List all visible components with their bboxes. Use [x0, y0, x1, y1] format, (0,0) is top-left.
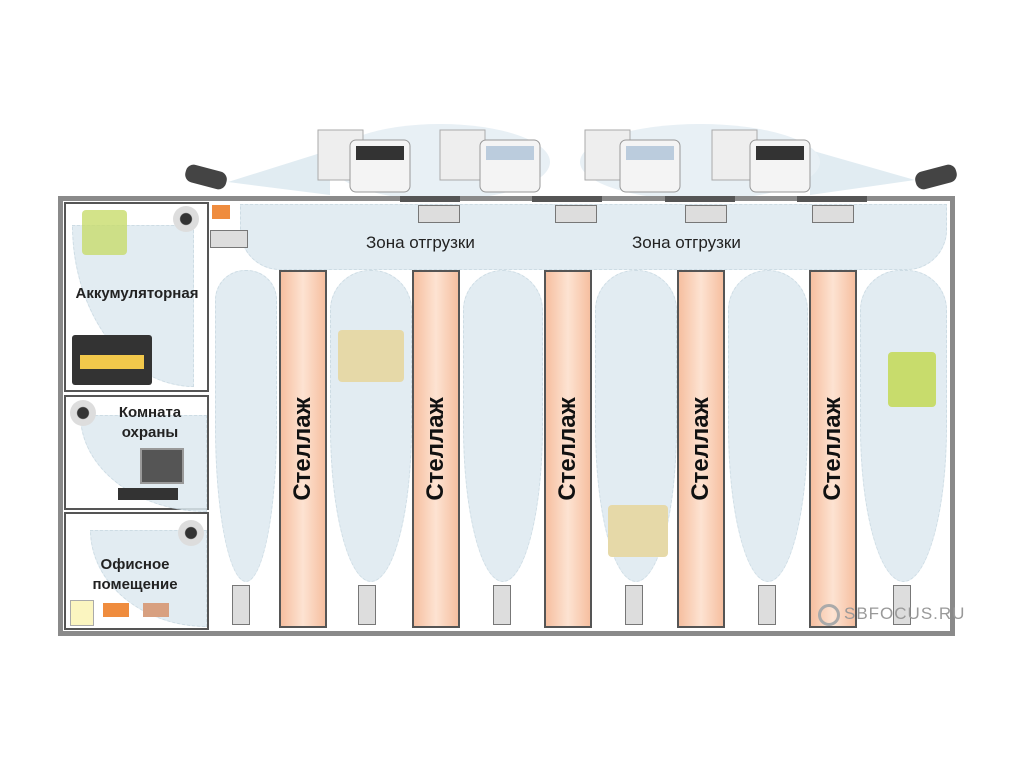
dome-camera-icon	[173, 206, 199, 232]
desk-icon	[103, 603, 129, 617]
battery-icon	[72, 335, 152, 385]
rack-label: Стеллаж	[819, 397, 846, 501]
office-room-label: Офисное	[100, 556, 170, 573]
outdoor-camera-view-left	[228, 150, 330, 195]
rack: Стеллаж	[544, 270, 592, 628]
security-room	[64, 395, 209, 510]
security-room-label: охраны	[121, 424, 179, 441]
battery-room	[64, 202, 209, 392]
truck-icon	[317, 129, 411, 193]
box-camera-icon	[358, 585, 376, 625]
office-room	[64, 512, 209, 630]
box-camera-icon	[418, 205, 460, 223]
bullet-camera-icon	[915, 164, 957, 190]
camera-coverage	[728, 270, 808, 582]
watermark: SBFOCUS.RU	[844, 604, 966, 623]
box-camera-icon	[493, 585, 511, 625]
forklift-with-boxes-icon	[338, 330, 404, 382]
truck-icon	[711, 129, 811, 193]
box-camera-icon	[210, 230, 248, 248]
truck-icon	[439, 129, 541, 193]
battery-room-label: Аккумуляторная	[75, 285, 199, 302]
rack-label: Стеллаж	[289, 397, 316, 501]
dome-camera-icon	[70, 400, 96, 426]
rack-label: Стеллаж	[687, 397, 714, 501]
box-camera-icon	[685, 205, 727, 223]
box-camera-icon	[555, 205, 597, 223]
monitor-icon	[140, 448, 184, 484]
box-camera-icon	[893, 585, 911, 625]
box-camera-icon	[625, 585, 643, 625]
loading-zone-label: Зона отгрузки	[366, 233, 475, 252]
forklift-icon	[888, 352, 936, 407]
bullet-camera-icon	[185, 164, 227, 190]
office-room-label: помещение	[92, 576, 178, 593]
forklift-icon	[82, 210, 127, 255]
box-camera-icon	[758, 585, 776, 625]
camera-coverage	[463, 270, 543, 582]
rack: Стеллаж	[809, 270, 857, 628]
outdoor-camera-view-right	[810, 150, 915, 195]
desk-icon	[143, 603, 169, 617]
security-room-label: Комната	[118, 404, 182, 421]
camera-coverage	[330, 270, 412, 582]
forklift-with-boxes-icon	[608, 505, 668, 557]
rack: Стеллаж	[412, 270, 460, 628]
box-camera-icon	[812, 205, 854, 223]
dock-door	[400, 196, 460, 202]
loading-zone-label: Зона отгрузки	[632, 233, 741, 252]
rack: Стеллаж	[677, 270, 725, 628]
truck-icon	[584, 129, 681, 193]
dome-camera-icon	[178, 520, 204, 546]
rack-label: Стеллаж	[422, 397, 449, 501]
camera-coverage	[215, 270, 277, 582]
dock-door	[665, 196, 735, 202]
dock-door	[797, 196, 867, 202]
box-camera-icon	[232, 585, 250, 625]
camera-coverage	[860, 270, 947, 582]
recorder-icon	[118, 488, 178, 500]
cabinet-icon	[70, 600, 94, 626]
watermark-logo-icon	[818, 604, 840, 626]
box-camera-housing-icon	[212, 205, 230, 219]
rack: Стеллаж	[279, 270, 327, 628]
dock-door	[532, 196, 602, 202]
rack-label: Стеллаж	[554, 397, 581, 501]
